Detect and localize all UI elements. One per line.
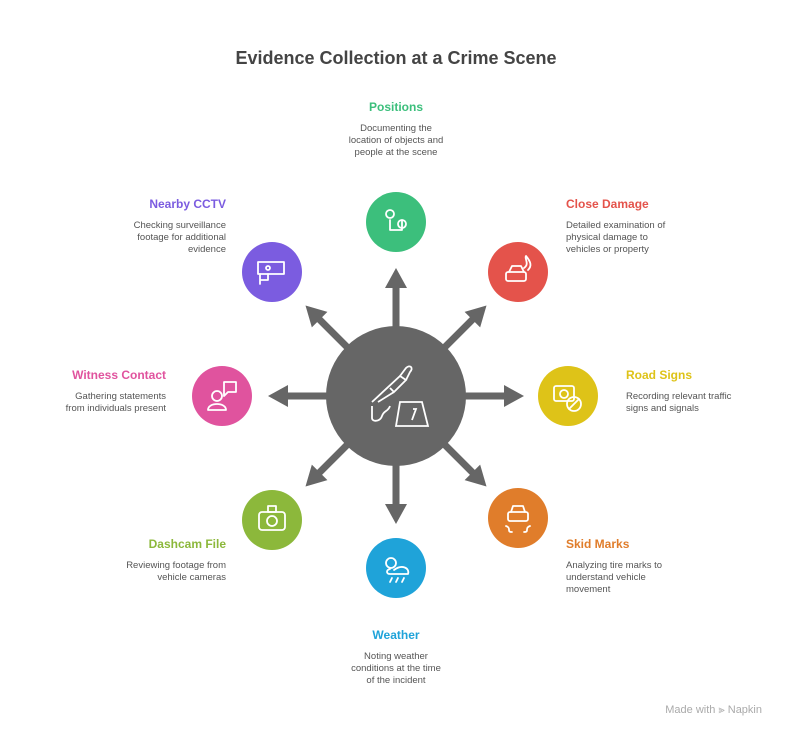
- person-speech-icon: [207, 381, 237, 411]
- sun-rain-icon: [385, 557, 410, 583]
- node-title: Close Damage: [566, 197, 649, 211]
- node-label-7: Nearby CCTV Checking surveillance footage…: [86, 197, 226, 256]
- camera-no-sign-icon: [553, 385, 582, 412]
- node-weather[interactable]: [366, 538, 426, 598]
- node-skid-marks[interactable]: [488, 488, 548, 548]
- node-title: Nearby CCTV: [149, 197, 226, 211]
- node-positions[interactable]: [366, 192, 426, 252]
- node-description: Recording relevant traffic signs and sig…: [626, 391, 732, 414]
- node-nearby-cctv[interactable]: [242, 242, 302, 302]
- node-title: Dashcam File: [148, 537, 226, 551]
- car-fire-icon: [505, 255, 532, 282]
- center-hub: [326, 326, 466, 466]
- napkin-logo-icon: ⫸: [718, 704, 725, 716]
- node-description: Gathering statements from individuals pr…: [65, 391, 166, 414]
- knife-evidence-marker-icon: [371, 365, 430, 427]
- node-road-signs[interactable]: [538, 366, 598, 426]
- diagram-title: Evidence Collection at a Crime Scene: [235, 48, 557, 68]
- node-close-damage[interactable]: [488, 242, 548, 302]
- node-description: Noting weather conditions at the time of…: [351, 651, 441, 686]
- node-description: Documenting the location of objects and …: [348, 123, 444, 158]
- node-description: Checking surveillance footage for additi…: [133, 220, 226, 255]
- napkin-credit[interactable]: Made with ⫸ Napkin: [665, 704, 762, 716]
- node-description: Reviewing footage from vehicle cameras: [126, 560, 226, 583]
- node-title: Skid Marks: [566, 537, 630, 551]
- cctv-camera-icon: [257, 261, 285, 285]
- node-title: Weather: [372, 628, 420, 642]
- node-description: Analyzing tire marks to understand vehic…: [566, 560, 663, 595]
- car-skid-icon: [505, 505, 531, 533]
- node-witness-contact[interactable]: [192, 366, 252, 426]
- node-title: Road Signs: [626, 368, 693, 382]
- node-title: Positions: [368, 100, 423, 114]
- dashcam-icon: [258, 505, 286, 531]
- node-description: Detailed examination of physical damage …: [566, 220, 666, 255]
- node-dashcam-file[interactable]: [242, 490, 302, 550]
- node-title: Witness Contact: [72, 368, 166, 382]
- map-pins-icon: [385, 209, 407, 231]
